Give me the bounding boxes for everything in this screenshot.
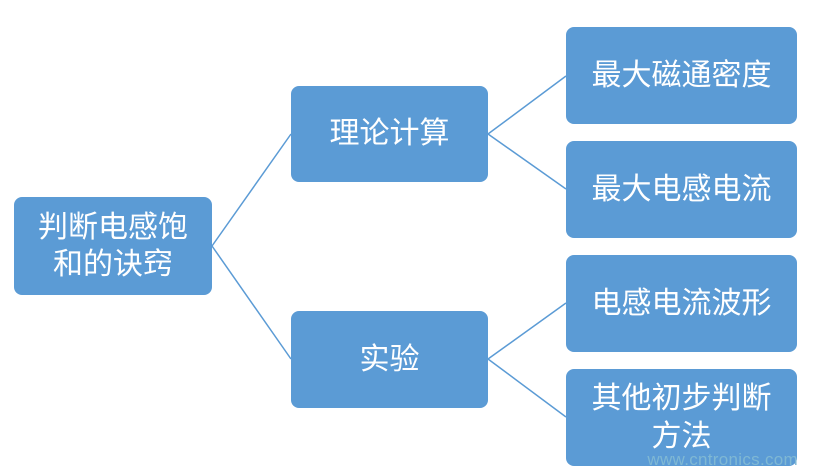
branch-node-label: 实验 — [359, 341, 420, 377]
leaf-node-max-flux-density: 最大磁通密度 — [566, 27, 797, 124]
leaf-node-max-inductor-current: 最大电感电流 — [566, 141, 797, 238]
leaf-node-other-preliminary-methods: 其他初步判断 方法 — [566, 369, 797, 466]
connector-experiment-waveform — [487, 302, 567, 360]
root-node: 判断电感饱 和的诀窍 — [14, 197, 212, 295]
branch-node-label: 理论计算 — [329, 116, 450, 152]
leaf-node-label: 其他初步判断 方法 — [591, 381, 772, 454]
leaf-node-label: 最大电感电流 — [591, 171, 772, 207]
leaf-node-label: 最大磁通密度 — [591, 57, 772, 93]
connector-theory-current — [487, 133, 567, 190]
branch-node-experiment: 实验 — [291, 311, 488, 408]
connector-root-experiment — [211, 245, 292, 360]
connector-experiment-other — [487, 358, 567, 418]
leaf-node-inductor-current-waveform: 电感电流波形 — [566, 255, 797, 352]
branch-node-theoretical-calculation: 理论计算 — [291, 86, 488, 182]
watermark: www.cntronics.com — [647, 450, 798, 469]
root-node-label: 判断电感饱 和的诀窍 — [38, 209, 188, 283]
connector-root-theory — [211, 133, 292, 247]
leaf-node-label: 电感电流波形 — [591, 285, 772, 321]
connector-theory-flux — [487, 75, 567, 135]
